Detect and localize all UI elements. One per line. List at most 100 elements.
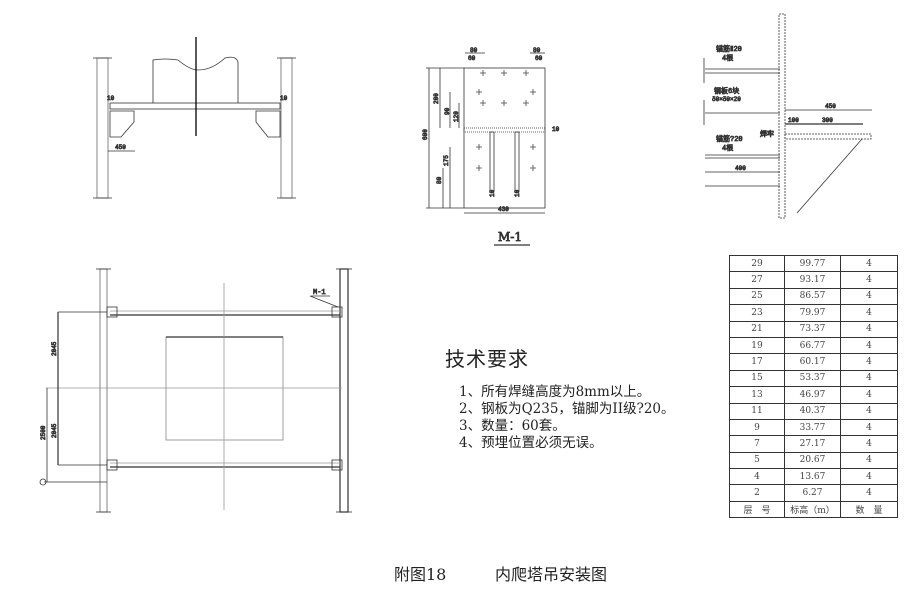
table-cell: 21: [729, 320, 785, 338]
table-cell: 4: [729, 468, 785, 486]
dimension-label: 10: [514, 189, 521, 197]
requirement-item: 4、预埋位置必须无误。: [459, 435, 603, 451]
dimension-label: 10: [552, 126, 560, 133]
table-cell: 11: [729, 402, 785, 420]
table-cell: 4: [840, 386, 898, 404]
table-cell: 17: [729, 353, 785, 371]
dimension-label: 430: [498, 206, 509, 213]
table-cell: 29: [729, 254, 785, 273]
table-cell: 13.67: [784, 468, 841, 486]
table-cell: 73.37: [784, 320, 841, 338]
table-cell: 15: [729, 369, 785, 388]
table-cell: 4: [840, 353, 898, 371]
dimension-label: 600: [422, 129, 429, 140]
dimension-label: 10: [280, 95, 288, 102]
dimension-label: 4根: [722, 53, 733, 63]
table-cell: 标高（m）: [784, 500, 841, 519]
requirement-item: 2、钢板为Q235，锚脚为II级?20。: [459, 401, 675, 417]
table-cell: 93.17: [784, 271, 841, 289]
plate-m1-detail: 80 60 80 60 200 90 120 600 10 175 80 10 …: [422, 47, 560, 246]
table-cell: 60.17: [784, 353, 841, 371]
dimension-label: 80: [436, 176, 443, 184]
table-cell: 4: [840, 287, 898, 306]
table-cell: 86.57: [784, 287, 841, 306]
figure-number: 附图18: [394, 565, 447, 584]
dimension-label: 120: [453, 111, 460, 122]
plan-view: M-1 2045 2045 2500: [39, 268, 352, 513]
dimension-label: 60: [535, 55, 543, 62]
requirement-item: 3、数量：60套。: [459, 418, 566, 434]
table-cell: 13: [729, 386, 785, 404]
dimension-label: 焊牢: [760, 129, 774, 139]
plate-m1-title: M-1: [498, 230, 522, 244]
dimension-label: 60: [468, 55, 476, 62]
table-cell: 4: [840, 271, 898, 289]
dimension-label: 2045: [51, 341, 58, 356]
dimension-label: 10: [107, 95, 115, 102]
dimension-label: 钢板6块: [714, 86, 739, 96]
table-cell: 4: [840, 402, 898, 420]
dimension-label: 80: [470, 47, 478, 54]
dimension-label: δ0×δ0×20: [712, 96, 741, 103]
dimension-label: 2045: [51, 423, 58, 438]
table-cell: 数 量: [840, 500, 898, 519]
table-cell: 7: [729, 435, 785, 453]
table-cell: 99.77: [784, 254, 841, 273]
table-cell: 4: [840, 451, 898, 470]
dimension-label: 400: [735, 165, 746, 172]
table-cell: 25: [729, 287, 785, 306]
table-cell: 2: [729, 484, 785, 502]
figure-title: 内爬塔吊安装图: [495, 565, 608, 584]
dimension-label: 450: [825, 103, 836, 110]
requirement-item: 1、所有焊缝高度为8mm以上。: [459, 384, 651, 400]
table-cell: 4: [840, 468, 898, 486]
dimension-label: 200: [433, 93, 440, 104]
table-cell: 4: [840, 320, 898, 338]
dimension-label: 300: [822, 117, 833, 124]
dimension-label: 锚筋Ⅱ20: [716, 44, 742, 54]
table-cell: 4: [840, 254, 898, 273]
table-cell: 20.67: [784, 451, 841, 470]
table-cell: 4: [840, 435, 898, 453]
table-cell: 4: [840, 369, 898, 388]
section-view: 锚筋Ⅱ20 4根 钢板6块 δ0×δ0×20 锚筋?20 4根 焊牢 450 1…: [703, 13, 872, 219]
dimension-label: 175: [443, 155, 450, 166]
table-cell: 层 号: [729, 500, 785, 519]
table-cell: 23: [729, 304, 785, 322]
table-cell: 19: [729, 336, 785, 355]
table-cell: 33.77: [784, 418, 841, 437]
table-cell: 66.77: [784, 336, 841, 355]
elevation-view: 450 10 10: [93, 37, 296, 199]
dimension-label: 10: [489, 189, 496, 197]
dimension-label: M-1: [313, 289, 326, 297]
table-cell: 6.27: [784, 484, 841, 502]
table-cell: 53.37: [784, 369, 841, 388]
table-cell: 40.37: [784, 402, 841, 420]
technical-requirements-title: 技术要求: [445, 347, 529, 371]
table-header-row: 层 号标高（m）数 量: [729, 500, 898, 519]
table-cell: 5: [729, 451, 785, 470]
table-cell: 9: [729, 418, 785, 437]
table-cell: 4: [840, 304, 898, 322]
technical-requirements: 技术要求 1、所有焊缝高度为8mm以上。 2、钢板为Q235，锚脚为II级?20…: [445, 343, 675, 452]
table-cell: 27: [729, 271, 785, 289]
dimension-label: 100: [788, 117, 799, 124]
table-cell: 79.97: [784, 304, 841, 322]
table-cell: 4: [840, 418, 898, 437]
